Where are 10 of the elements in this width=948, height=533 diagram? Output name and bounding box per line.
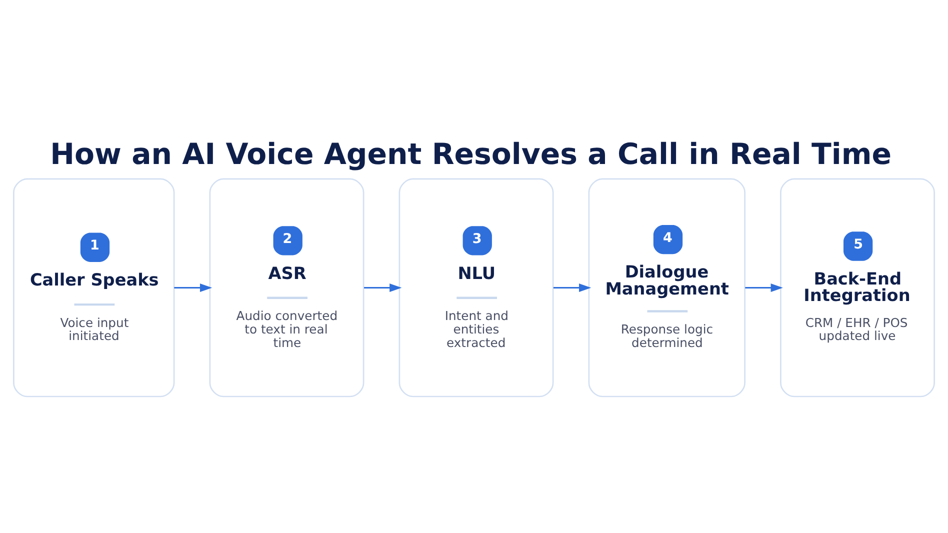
arrow <box>174 283 212 292</box>
arrow <box>745 283 783 292</box>
node-box: 3 NLU Intent and entities extracted <box>398 178 554 397</box>
arrow <box>553 283 592 292</box>
node-box: 1 Caller Speaks Voice input initiated <box>13 178 175 397</box>
diagram-title: How an AI Voice Agent Resolves a Call in Real Time <box>50 136 892 171</box>
node-box: 5 Back-End Integration CRM / EHR / POS updated live <box>780 178 935 397</box>
node-box: 2 ASR Audio converted to text in real time <box>209 178 364 397</box>
node-box: 4 Dialogue Management Response logic determined <box>588 178 746 397</box>
arrow <box>364 283 402 292</box>
